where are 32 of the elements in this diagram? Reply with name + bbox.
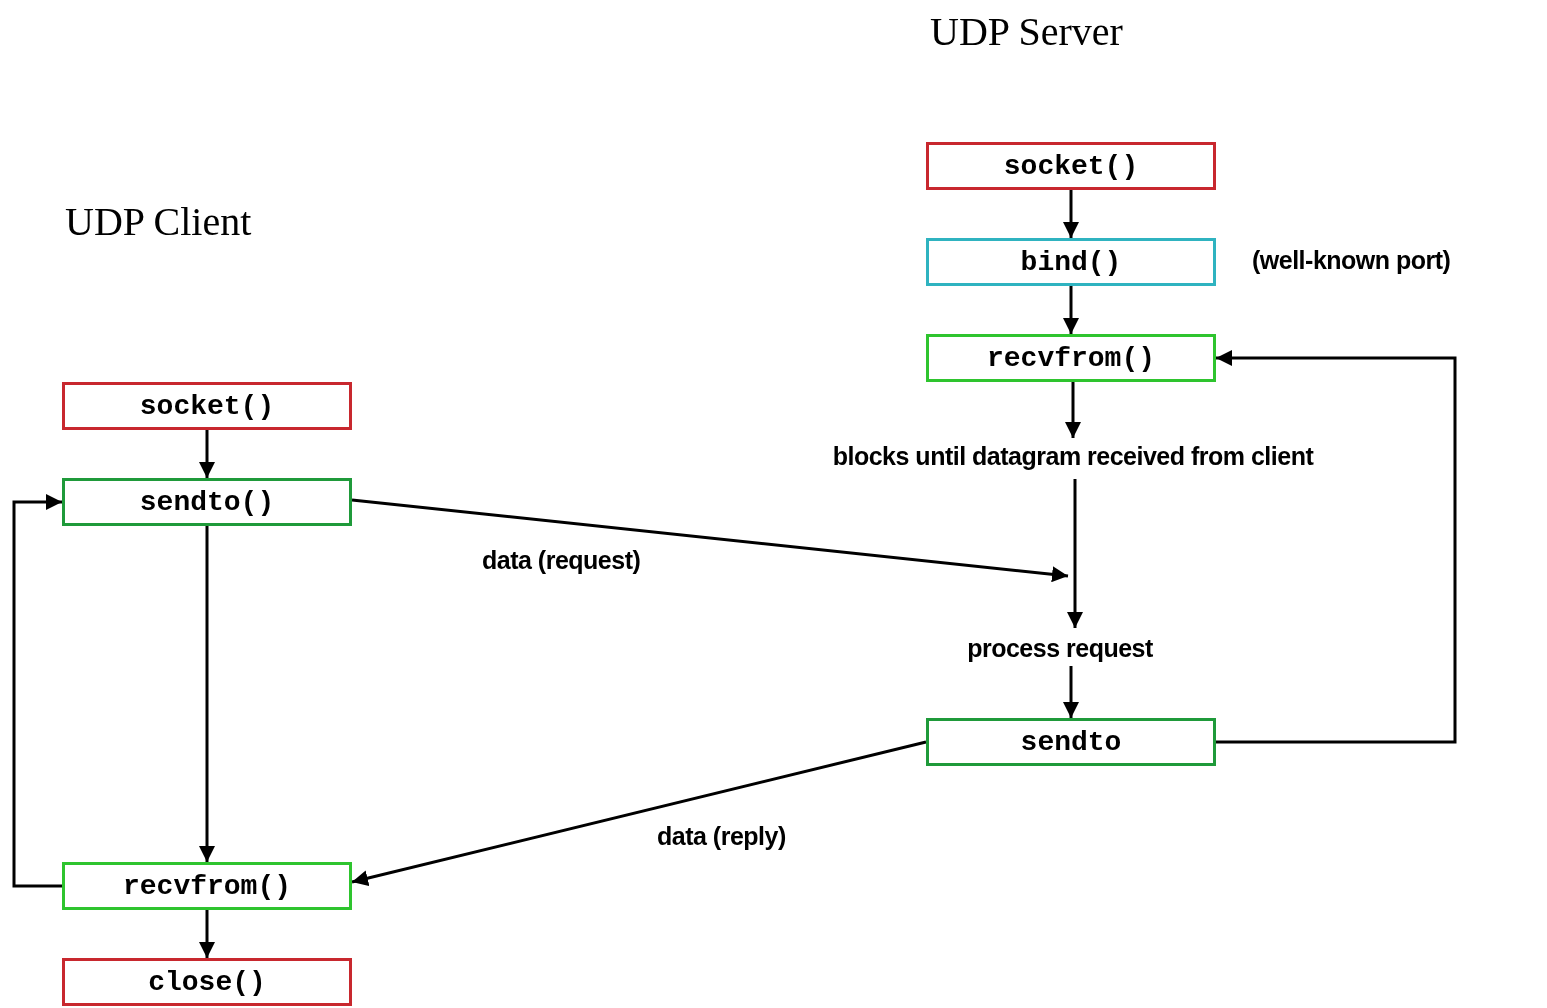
step-text: process request	[967, 633, 1153, 663]
column-heading: UDP Server	[930, 8, 1123, 55]
function-box	[926, 718, 1216, 766]
step-text: blocks until datagram received from client	[832, 441, 1314, 471]
function-box	[62, 958, 352, 1006]
arrow	[199, 526, 215, 862]
arrow	[12, 494, 62, 888]
column-heading: UDP Client	[65, 198, 252, 245]
function-name: sendto()	[139, 486, 275, 518]
arrow	[1065, 382, 1081, 438]
arrow	[199, 430, 215, 478]
arrow	[1067, 479, 1083, 628]
arrow	[351, 498, 1069, 583]
arrow	[351, 740, 927, 886]
function-name: sendto	[1020, 726, 1122, 758]
function-name: bind()	[1020, 246, 1122, 278]
function-name: socket()	[139, 390, 275, 422]
arrow	[199, 910, 215, 958]
function-name: socket()	[1003, 150, 1139, 182]
function-name: recvfrom()	[987, 342, 1155, 374]
arrow	[1063, 666, 1079, 718]
arrow	[1216, 350, 1457, 744]
function-box	[62, 382, 352, 430]
arrow	[1063, 190, 1079, 238]
function-box	[926, 142, 1216, 190]
function-box	[926, 238, 1216, 286]
arrow	[1063, 286, 1079, 334]
function-box	[926, 334, 1216, 382]
function-box	[62, 862, 352, 910]
function-box	[62, 478, 352, 526]
function-name: recvfrom()	[123, 870, 291, 902]
function-name: close()	[148, 966, 266, 998]
